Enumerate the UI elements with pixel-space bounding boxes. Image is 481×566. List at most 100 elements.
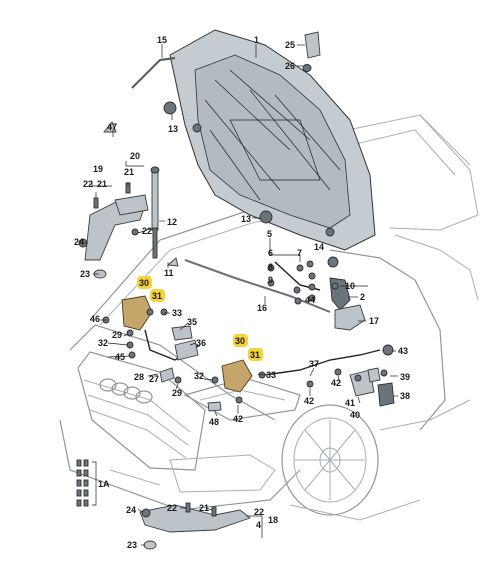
callout-9-left: 9 [268,275,273,285]
callout-5: 5 [267,229,272,239]
callout-27: 27 [149,374,159,384]
leader-lines [83,44,398,546]
callout-41: 41 [345,398,355,408]
part-25 [304,31,321,59]
grille-outline [77,351,206,471]
callout-32-left: 32 [98,338,108,348]
hood-panel [169,29,376,251]
lower-bracket [139,504,251,533]
callout-17: 17 [369,316,379,326]
callout-16: 16 [257,303,267,313]
callout-7: 7 [297,248,302,258]
callout-8: 8 [268,262,273,272]
part-36 [174,339,199,361]
callout-38: 38 [400,391,410,401]
bolt-22-left [93,197,99,209]
callout-13-lower: 13 [241,214,251,224]
callout-30-left: 30 [139,278,149,288]
part-23-lower [143,540,157,550]
callout-24-top: 24 [74,237,84,247]
part-27 [159,367,175,383]
part-24-lower [141,508,151,518]
part-43 [382,344,394,356]
callout-30-right: 30 [235,336,245,346]
callout-18: 18 [268,515,278,525]
callout-42-right: 42 [331,378,341,388]
callout-39: 39 [400,372,410,382]
callout-22-lower-right: 4 [256,520,261,530]
callout-28: 28 [134,372,144,382]
callout-42-lower: 42 [304,396,314,406]
callout-35: 35 [187,317,197,327]
callout-labels: 15 1 25 26 13 47 20 19 22 21 21 12 22 24… [74,35,410,550]
badge-31-left [150,289,165,302]
callout-21-top-a: 21 [97,179,107,189]
audi-rings-logo [99,378,153,404]
callout-33-right: 33 [266,370,276,380]
callout-22-lower: 22 [167,503,177,513]
callout-14: 14 [314,242,324,252]
callout-46: 46 [90,314,100,324]
part-26 [302,64,312,72]
callout-2: 2 [360,292,365,302]
callout-29-left: 29 [112,330,122,340]
callout-12: 12 [167,217,177,227]
callout-24-lower: 24 [126,505,136,515]
callout-21-lower: 21 [199,503,209,513]
callout-21-top-b: 21 [124,167,134,177]
callout-33-left: 33 [172,308,182,318]
callout-1: 1 [254,35,259,45]
callout-10: 10 [345,281,355,291]
screw-set-1a [76,459,97,507]
callout-32-right: 32 [194,371,204,381]
highlight-badges [137,276,263,361]
callout-13-upper: 13 [168,124,178,134]
callout-6: 6 [268,248,273,258]
front-wheel [281,404,379,516]
callout-31-left: 31 [152,291,162,301]
callout-15: 15 [157,35,167,45]
part-13-upper [163,101,177,115]
callout-22-top: 22 [83,179,93,189]
part-13-lower [259,210,273,224]
part-38 [377,382,395,407]
callout-20: 20 [130,151,140,161]
hood-seal [131,56,176,89]
callout-19: 19 [93,164,103,174]
gas-strut [151,169,159,231]
callout-40: 40 [350,410,360,420]
part-47 [103,121,117,133]
callout-11: 11 [164,268,174,278]
callout-31-right: 31 [250,350,260,360]
callout-1a: 1A [98,479,110,489]
parts-small [78,31,366,331]
badge-31-right [248,348,263,361]
part-17 [334,304,366,331]
callout-42-mid: 42 [233,414,243,424]
part-14 [327,256,339,268]
callout-48: 48 [209,417,219,427]
badge-30-left [137,276,152,289]
callout-23-top: 23 [80,269,90,279]
parts-bottom [76,459,251,550]
callout-26: 26 [285,61,295,71]
callout-37: 37 [309,359,319,369]
release-cable-16 [184,259,331,313]
callout-25: 25 [285,40,295,50]
callout-47: 47 [107,122,117,132]
callout-43: 43 [398,346,408,356]
callout-22-mid: 22 [142,226,152,236]
hood-lock-right [221,359,253,393]
callout-23-lower: 23 [127,540,137,550]
callout-21-lower-right: 22 [254,507,264,517]
part-48 [207,401,222,412]
callout-44: 44 [305,295,315,305]
callout-45: 45 [115,352,125,362]
part-11 [166,257,179,267]
hood-lock-left [121,295,153,331]
callout-29-lower: 29 [172,388,182,398]
badge-30-right [233,334,248,347]
callout-36: 36 [196,338,206,348]
